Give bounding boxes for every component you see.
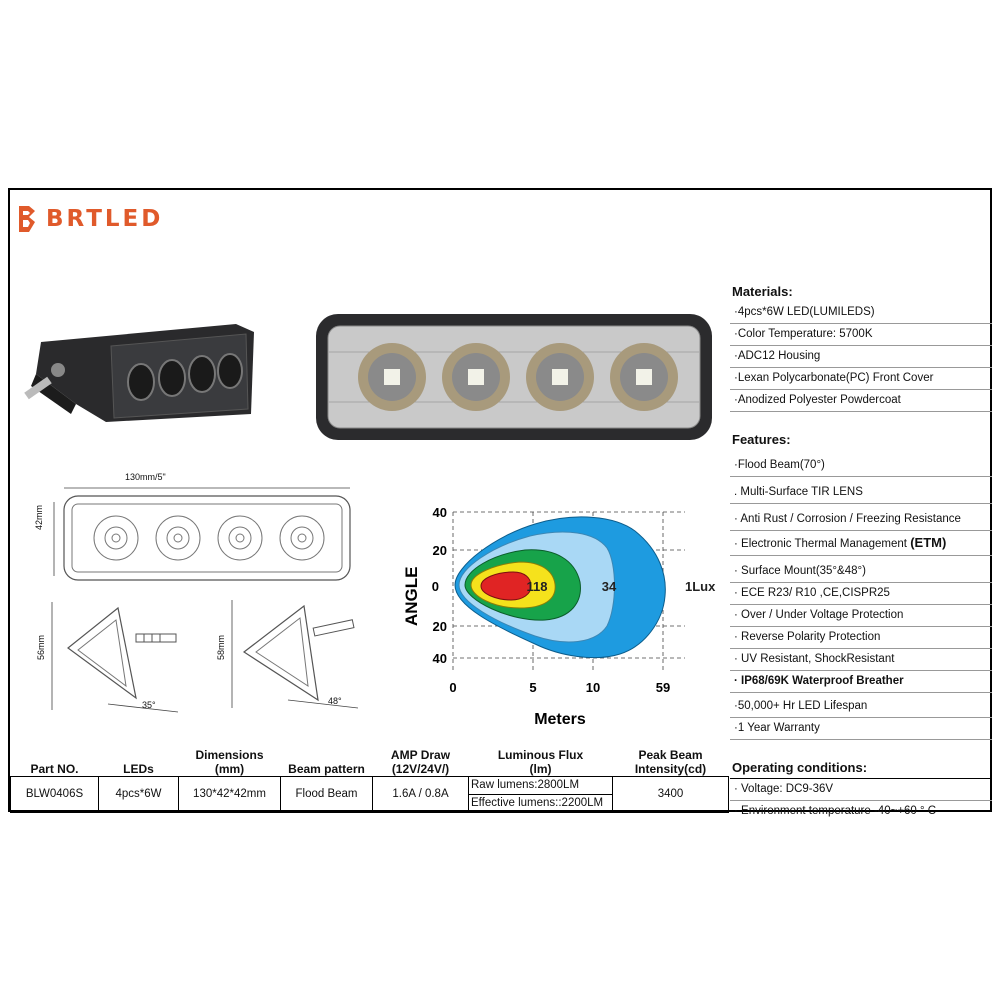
beam-y-tick: 0 (432, 579, 439, 594)
materials-item: ·4pcs*6W LED(LUMILEDS) (730, 302, 992, 324)
th-amp: AMP Draw (12V/24V/) (372, 742, 469, 777)
features-item: . Multi-Surface TIR LENS (730, 477, 992, 504)
beam-x-title: Meters (534, 711, 586, 728)
materials-item: ·Color Temperature: 5700K (730, 324, 992, 346)
th-dimensions: Dimensions (mm) (178, 742, 281, 777)
cell-flux-raw: Raw lumens:2800LM (468, 775, 613, 795)
features-item-etm: · Electronic Thermal Management (ETM) (730, 531, 992, 556)
beam-y-tick: 40 (433, 505, 447, 520)
features-item: · Surface Mount(35°&48°) (730, 556, 992, 583)
materials-item: ·Lexan Polycarbonate(PC) Front Cover (730, 368, 992, 390)
bracket1-angle-label: 35° (142, 700, 156, 710)
features-item: ·50,000+ Hr LED Lifespan (730, 693, 992, 718)
th-flux: Luminous Flux (lm) (468, 742, 613, 777)
features-item: · UV Resistant, ShockResistant (730, 649, 992, 671)
beam-label-118: 118 (527, 579, 548, 594)
operating-title: Operating conditions: (730, 756, 992, 779)
materials-item: ·Anodized Polyester Powdercoat (730, 390, 992, 412)
th-part-no: Part NO. (10, 742, 99, 777)
dim-height-label: 42mm (34, 504, 44, 530)
specs-panel: Materials: ·4pcs*6W LED(LUMILEDS) ·Color… (730, 280, 992, 740)
product-spec-sheet: BRTLED 130mm/5" 42mm (8, 188, 992, 817)
beam-x-tick: 10 (586, 680, 600, 695)
bracket1-height-label: 56mm (36, 634, 46, 660)
features-item: · Anti Rust / Corrosion / Freezing Resis… (730, 504, 992, 531)
table-row: BLW0406S 4pcs*6W 130*42*42mm Flood Beam … (10, 775, 729, 813)
th-peak: Peak Beam Intensity(cd) (612, 742, 729, 777)
bracket-drawing-35 (51, 602, 179, 713)
features-item: · Reverse Polarity Protection (730, 627, 992, 649)
beam-y-tick: 40 (433, 651, 447, 666)
beam-y-title: ANGLE (402, 567, 421, 627)
operating-item: · Voltage: DC9-36V (730, 779, 992, 801)
table-header-row: Part NO. LEDs Dimensions (mm) Beam patte… (10, 742, 729, 777)
cell-part-no: BLW0406S (10, 775, 99, 813)
bracket-drawing-48 (231, 600, 359, 709)
features-etm-text: · Electronic Thermal Management (734, 538, 907, 550)
product-photo-angled (24, 324, 254, 422)
beam-red-zone (480, 571, 532, 601)
features-title: Features: (732, 432, 791, 447)
cell-amp: 1.6A / 0.8A (372, 775, 469, 813)
cell-dimensions: 130*42*42mm (178, 775, 281, 813)
cell-peak: 3400 (612, 775, 729, 813)
brand-logo: BRTLED (16, 204, 163, 234)
front-dimension-drawing (53, 487, 351, 581)
bracket2-height-label: 58mm (216, 634, 226, 660)
features-item: · Over / Under Voltage Protection (730, 605, 992, 627)
operating-item: · Environment temperature -40~+60 ° C (734, 805, 937, 817)
beam-label-1lux: 1Lux (685, 579, 716, 594)
cell-beam: Flood Beam (280, 775, 373, 813)
features-etm-abbrev: (ETM) (910, 535, 947, 550)
beam-y-tick: 20 (433, 543, 447, 558)
product-photo-front (316, 314, 712, 440)
operating-panel: Operating conditions: · Voltage: DC9-36V… (730, 756, 992, 822)
features-item: ·Flood Beam(70°) (730, 450, 992, 477)
brand-logo-icon (19, 206, 35, 232)
spec-table: Part NO. LEDs Dimensions (mm) Beam patte… (10, 742, 729, 813)
materials-item: ·ADC12 Housing (730, 346, 992, 368)
materials-title: Materials: (732, 284, 793, 299)
cell-flux-eff: Effective lumens::2200LM (468, 793, 613, 813)
beam-x-tick: 59 (656, 680, 670, 695)
brand-name: BRTLED (46, 206, 164, 232)
bracket2-angle-label: 48° (328, 696, 342, 706)
features-item: · IP68/69K Waterproof Breather (730, 671, 992, 693)
table-row: Effective lumens::2200LM (11, 793, 729, 813)
features-item: ·1 Year Warranty (730, 718, 992, 740)
th-beam: Beam pattern (280, 742, 373, 777)
features-item: · ECE R23/ R10 ,CE,CISPR25 (730, 583, 992, 605)
dim-width-label: 130mm/5" (125, 472, 166, 482)
beam-pattern-chart: ANGLE 40 20 0 20 40 0 5 10 59 Meters 118… (402, 505, 716, 728)
beam-x-tick: 0 (449, 680, 456, 695)
th-leds: LEDs (98, 742, 179, 777)
cell-leds: 4pcs*6W (98, 775, 179, 813)
beam-y-tick: 20 (433, 619, 447, 634)
beam-x-tick: 5 (529, 680, 536, 695)
beam-label-34: 34 (602, 579, 617, 594)
